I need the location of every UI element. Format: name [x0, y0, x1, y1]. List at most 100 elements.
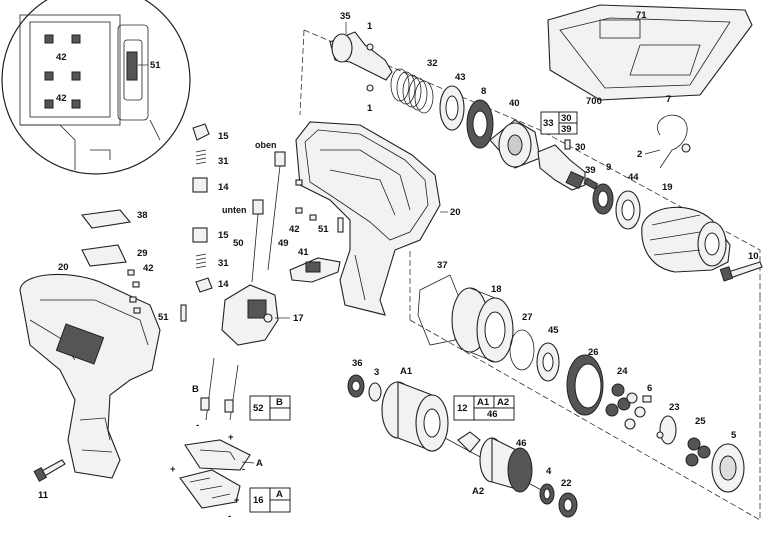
connector-41: 41 — [289, 247, 341, 283]
bearing-housing-18: 18 — [451, 284, 514, 363]
label-700: 700 — [586, 96, 602, 107]
label-A1: A1 — [477, 397, 490, 408]
label-8: 8 — [481, 86, 486, 97]
ref-box-52: 52 B — [249, 395, 291, 421]
label-40: 40 — [509, 98, 520, 109]
switch-17: 17 — [221, 284, 304, 346]
carry-case: 71 700 — [547, 4, 753, 107]
planet-gears-6: 6 — [624, 383, 652, 430]
bearing-4: 4 — [539, 466, 555, 505]
label-30: 30 — [575, 142, 586, 153]
minus-sign: - — [228, 511, 231, 522]
spindle-group: 35 1 1 — [329, 11, 393, 114]
bearing-8: 8 — [466, 86, 494, 149]
pins-left: 42 51 — [127, 263, 187, 323]
label-10: 10 — [748, 251, 759, 262]
minus-sign: - — [196, 420, 199, 431]
label-11: 11 — [38, 490, 49, 501]
gasket-37: 37 — [417, 260, 461, 346]
washer-44: 44 — [615, 172, 641, 230]
switch-small-parts-lower: 15 31 14 — [192, 227, 229, 293]
label-39: 39 — [561, 124, 572, 135]
label-52: 52 — [253, 403, 264, 414]
ref-box-12: 12 A1 A2 46 — [453, 395, 515, 421]
label-5: 5 — [731, 430, 737, 441]
label-1: 1 — [367, 103, 373, 114]
label-A2: A2 — [497, 397, 509, 408]
washer-45: 45 — [536, 325, 560, 382]
label-15: 15 — [218, 131, 229, 142]
label-19: 19 — [662, 182, 673, 193]
spring-32: 32 — [390, 58, 438, 114]
label-51: 51 — [318, 224, 329, 235]
label-A: A — [256, 458, 263, 469]
switch-small-parts-upper: 15 31 14 — [192, 123, 229, 193]
minus-sign: - — [242, 464, 245, 475]
housing-half-20-left: 20 — [19, 262, 161, 479]
label-43: 43 — [455, 72, 466, 83]
gears-25: 25 — [685, 416, 711, 467]
detail-circle: 42 42 51 — [1, 0, 191, 175]
armature-46: 46 A2 — [444, 431, 546, 497]
label-51: 51 — [158, 312, 169, 323]
label-71: 71 — [636, 10, 647, 21]
label-24: 24 — [617, 366, 628, 377]
screw-11: 11 — [33, 459, 66, 501]
label-32: 32 — [427, 58, 438, 69]
label-B: B — [192, 384, 199, 395]
label-A1: A1 — [400, 366, 413, 377]
plus-sign: + — [234, 495, 240, 506]
label-9: 9 — [606, 162, 611, 173]
ring-gear-26: 26 — [566, 347, 604, 416]
ref-box-33: 33 30 39 — [540, 111, 578, 135]
cover-5: 5 — [711, 430, 745, 493]
clip-7: 7 2 — [637, 94, 691, 169]
plus-sign: + — [228, 432, 234, 443]
label-15: 15 — [218, 230, 229, 241]
label-1: 1 — [367, 21, 373, 32]
label-14: 14 — [218, 279, 229, 290]
label-3: 3 — [374, 367, 379, 378]
wire-group: oben unten 49 50 — [222, 140, 289, 283]
ref-box-16: 16 A — [249, 487, 291, 513]
label-31: 31 — [218, 258, 229, 269]
housing-half-20: 20 — [295, 121, 461, 316]
label-46: 46 — [487, 409, 498, 420]
front-housing-19: 19 — [641, 182, 731, 273]
label-46: 46 — [516, 438, 527, 449]
label-20: 20 — [450, 207, 461, 218]
label-37: 37 — [437, 260, 448, 271]
screw-10: 10 — [719, 251, 763, 282]
planet-gears-24: 24 — [605, 366, 631, 417]
label-42: 42 — [289, 224, 300, 235]
label-2: 2 — [637, 149, 642, 160]
nut-22: 22 — [558, 478, 578, 518]
label-26: 26 — [588, 347, 599, 358]
label-35: 35 — [340, 11, 351, 22]
label-51: 51 — [150, 60, 161, 71]
label-A: A — [276, 489, 283, 500]
label-23: 23 — [669, 402, 680, 413]
anvil-33: 30 — [537, 139, 586, 191]
label-41: 41 — [298, 247, 309, 258]
label-25: 25 — [695, 416, 706, 427]
label-29: 29 — [137, 248, 148, 259]
label-42: 42 — [143, 263, 154, 274]
label-20: 20 — [58, 262, 69, 273]
label-33: 33 — [543, 118, 554, 129]
plates-A: A + - + - — [170, 439, 263, 522]
plate-29: 29 — [81, 244, 148, 267]
label-7: 7 — [666, 94, 671, 105]
stator-A1: A1 — [381, 366, 449, 452]
label-45: 45 — [548, 325, 559, 336]
label-22: 22 — [561, 478, 572, 489]
label-27: 27 — [522, 312, 533, 323]
pins-42-51: 42 51 — [289, 179, 344, 235]
plus-sign: + — [170, 464, 176, 475]
label-44: 44 — [628, 172, 639, 183]
label-4: 4 — [546, 466, 552, 477]
label-36: 36 — [352, 358, 363, 369]
hammer-40: 40 — [489, 98, 541, 169]
text-unten: unten — [222, 205, 247, 215]
